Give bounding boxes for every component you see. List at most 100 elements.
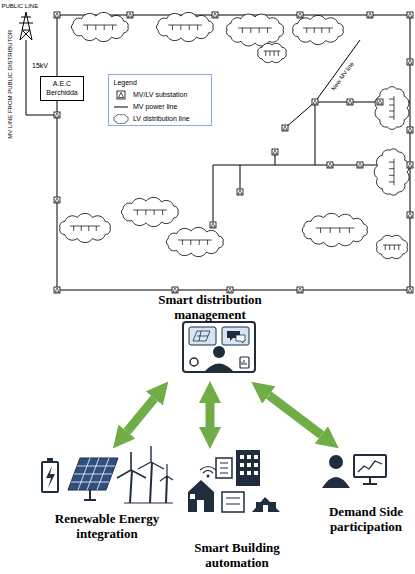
renewables-icon-part	[42, 462, 58, 492]
substation-box	[327, 162, 333, 168]
substation-box	[347, 99, 353, 105]
buildings-icon-part-part	[247, 455, 251, 459]
line-sample	[114, 107, 128, 108]
substation-symbol	[54, 197, 60, 203]
substation-triangle	[368, 13, 372, 17]
substation-box	[377, 99, 383, 105]
renewables-icon-part	[68, 458, 118, 490]
substation-triangle	[298, 13, 302, 17]
renewables-icon-part	[46, 466, 55, 488]
control-computer-icon-part	[213, 346, 225, 358]
substation-triangle	[408, 60, 412, 64]
cloud-outline	[377, 235, 408, 258]
substation-box	[297, 287, 303, 293]
lv-line	[238, 28, 272, 33]
buildings-icon-part	[263, 505, 268, 512]
substation-triangle	[328, 163, 332, 167]
substation-symbol	[297, 287, 303, 293]
renewables-icon	[42, 446, 173, 503]
lv-line	[83, 25, 117, 30]
cloud-outline	[156, 12, 213, 41]
substation-triangle	[55, 198, 59, 202]
substation-symbol	[367, 12, 373, 18]
substation-triangle	[358, 163, 362, 167]
buildings-icon	[188, 450, 280, 512]
substation-triangle	[173, 288, 177, 292]
control-computer-icon-part	[240, 357, 249, 368]
substation-symbol	[407, 162, 413, 168]
double-arrow	[127, 398, 154, 431]
lv-clouds	[60, 12, 409, 258]
substation-triangle	[213, 13, 217, 17]
substation-symbol	[297, 12, 303, 18]
control-computer-icon-part	[222, 327, 249, 345]
substation-symbol	[212, 12, 218, 18]
buildings-icon-part	[197, 500, 204, 512]
substation-box	[407, 127, 413, 133]
substation-triangle	[408, 128, 412, 132]
control-computer-icon-part	[204, 364, 234, 373]
substation-box	[367, 12, 373, 18]
substations	[54, 12, 413, 293]
renewables-icon-part	[71, 458, 115, 490]
lv-cloud	[375, 87, 409, 130]
lv-line	[303, 28, 333, 33]
demand-node: Demand Side participation	[318, 447, 414, 535]
substation-box	[54, 12, 60, 18]
substation-symbol	[210, 222, 216, 228]
substation-box	[54, 287, 60, 293]
substation-box	[407, 212, 413, 218]
substation-triangle	[408, 288, 412, 292]
substation-box	[407, 162, 413, 168]
cloud-outline	[121, 197, 178, 226]
substation-box	[212, 12, 218, 18]
legend-text: MV power line	[133, 103, 177, 111]
substation-triangle	[238, 190, 242, 194]
lv-line	[389, 96, 394, 120]
substation-symbol	[127, 12, 133, 18]
buildings-icon-part-part	[240, 455, 244, 459]
substation-triangle	[348, 100, 352, 104]
substation-symbol	[272, 149, 278, 155]
substation-symbol	[377, 99, 383, 105]
legend-entry: MV/LV substation	[113, 90, 187, 100]
node-text: Demand Side participation	[318, 505, 414, 535]
renewables-node: Renewable Energy integration	[35, 447, 179, 542]
control-computer-icon	[183, 322, 255, 372]
lv-cloud	[302, 213, 367, 246]
legend-sample	[113, 102, 129, 112]
buildings-icon-part-part	[254, 471, 258, 475]
legend-sample	[113, 114, 129, 124]
cloud-outline	[375, 87, 409, 130]
substation-triangle	[228, 288, 232, 292]
lv-line	[133, 210, 167, 215]
substation-box	[272, 149, 278, 155]
substation-triangle	[55, 113, 59, 117]
mv-network	[19, 12, 410, 290]
lv-cloud	[258, 43, 287, 62]
demand-icon-part	[354, 455, 386, 477]
lv-cloud	[377, 235, 408, 258]
buildings-icon-part	[200, 467, 216, 474]
mv-ring	[57, 15, 410, 290]
substation-box	[282, 125, 288, 131]
buildings-icon-part-part	[240, 471, 244, 475]
control-computer-icon-part	[242, 360, 246, 365]
substation-box	[297, 12, 303, 18]
substation-triangle	[408, 13, 412, 17]
substation-symbol	[54, 12, 60, 18]
lv-line	[383, 245, 401, 250]
lv-cloud	[374, 149, 409, 195]
demand-icon-part	[363, 477, 377, 484]
buildings-icon-part-part	[247, 471, 251, 475]
buildings-icon-part	[236, 450, 260, 486]
renewables-icon-part	[124, 503, 173, 504]
substation-symbol	[54, 287, 60, 293]
lv-cloud	[60, 213, 111, 242]
substation-triangle	[55, 288, 59, 292]
voltage-label: 15kV	[32, 62, 48, 70]
cloud-outline	[302, 213, 367, 246]
substation-symbol	[407, 127, 413, 133]
cloud-outline	[258, 43, 287, 62]
renewables-icon-part	[160, 464, 173, 481]
